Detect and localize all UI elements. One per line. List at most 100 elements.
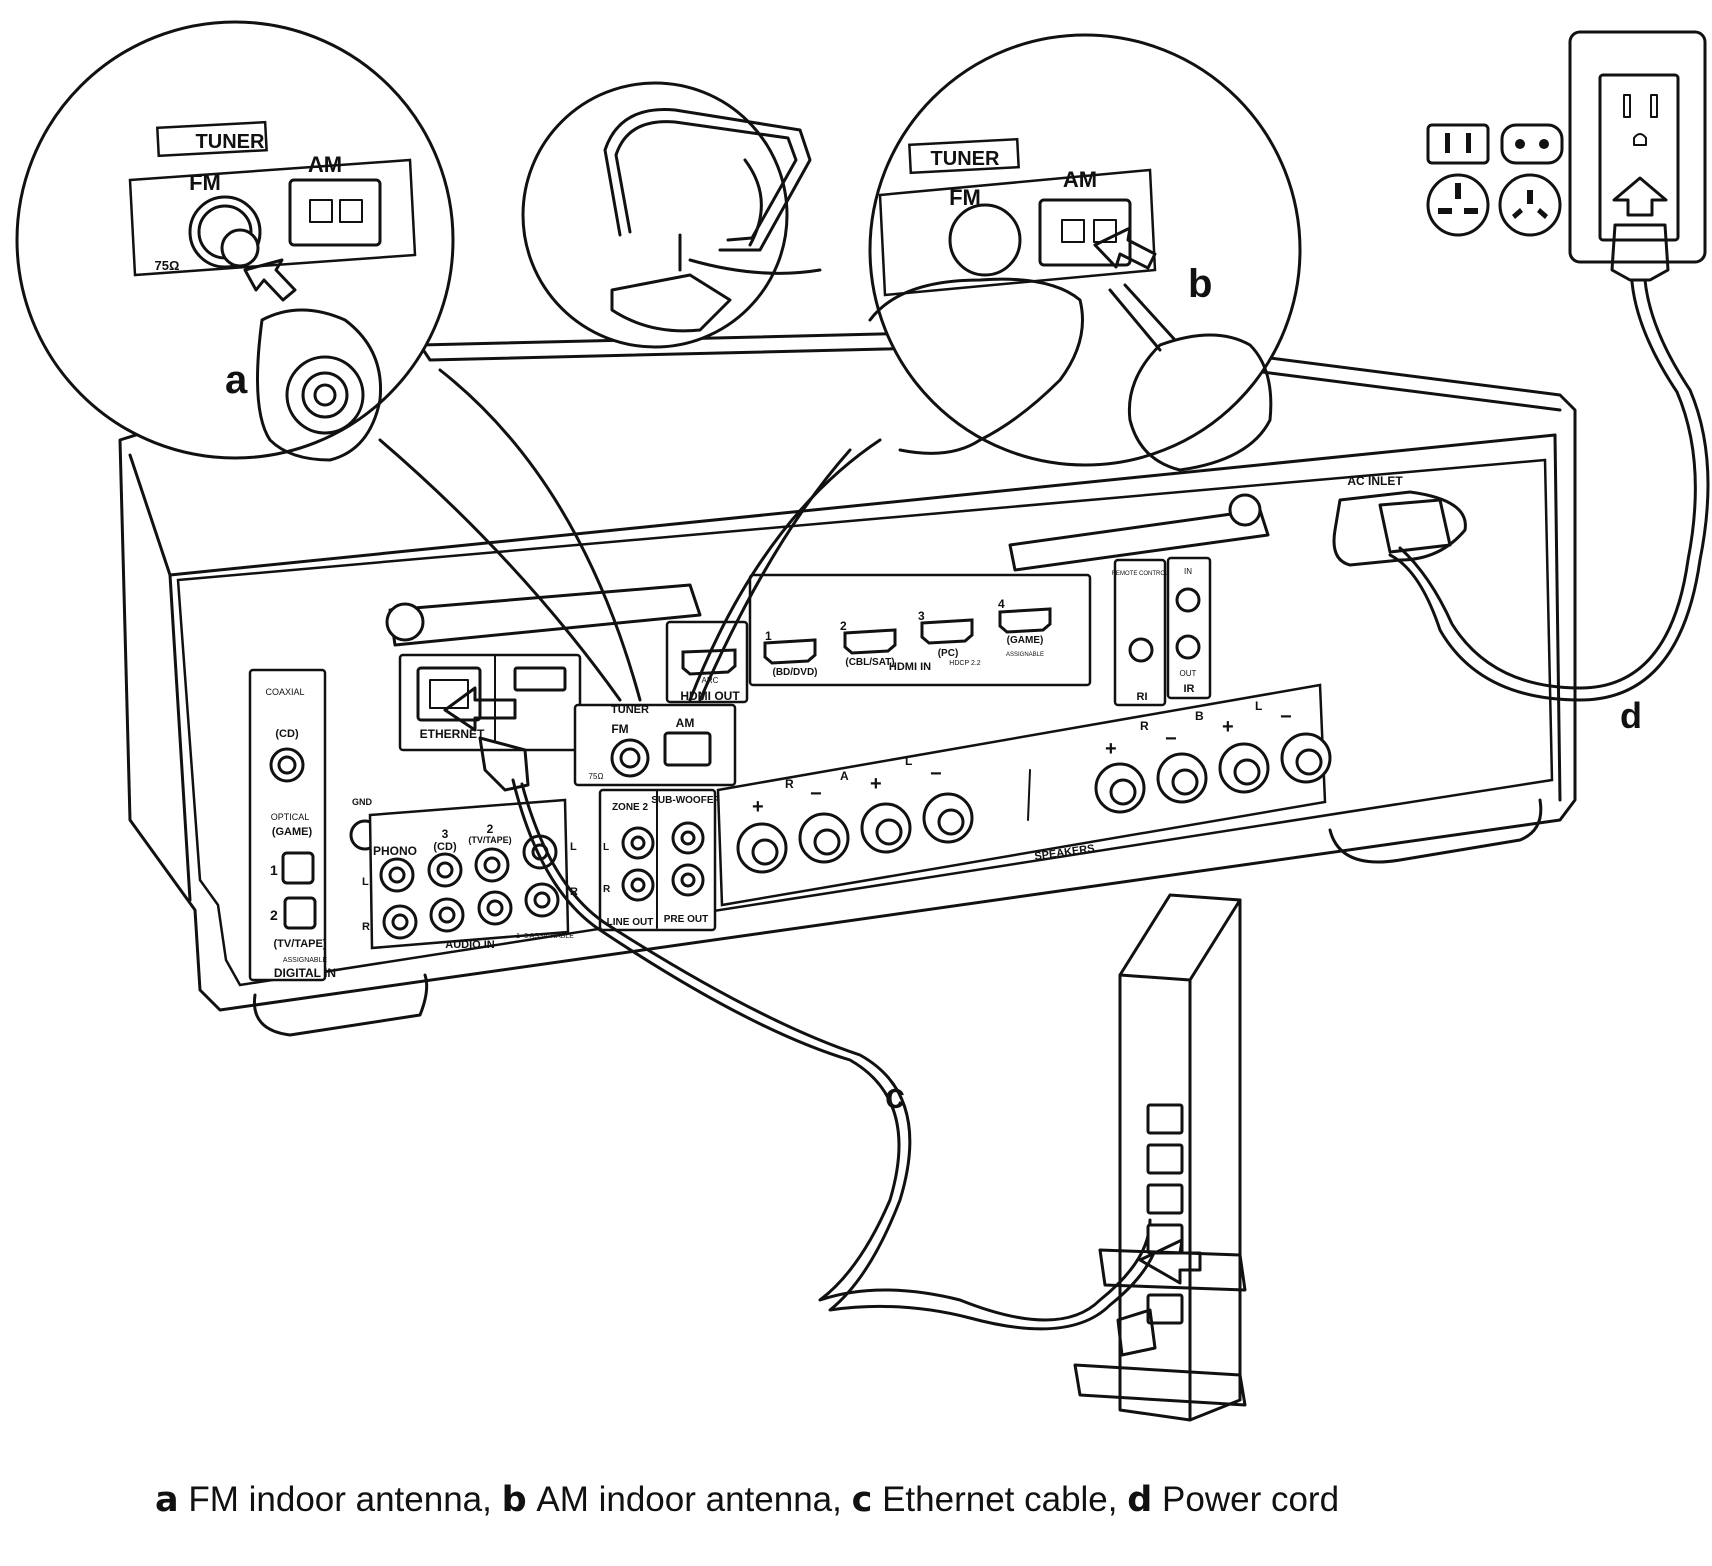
control-block: REMOTE CONTROL RI IN OUT IR — [1112, 556, 1212, 707]
digital-in-label: DIGITAL IN — [274, 966, 336, 980]
ac-inlet-socket[interactable] — [1332, 490, 1467, 567]
in2-label: (TV/TAPE) — [468, 835, 511, 845]
wall-outlet — [1568, 30, 1707, 282]
ac-inlet-label: AC INLET — [1347, 474, 1403, 488]
router-port-3[interactable] — [1146, 1183, 1184, 1215]
ac-inlet-block: AC INLET — [1332, 474, 1467, 567]
plug-type-icons — [1426, 123, 1564, 237]
router-port-5[interactable] — [1146, 1293, 1184, 1325]
speakers-block: R A L + − + − SPEAKERS R B L + − + − — [716, 683, 1332, 907]
inset-b-am-label: AM — [1063, 167, 1097, 192]
zone2-label: ZONE 2 — [612, 802, 649, 813]
outlet-arrow — [1612, 176, 1668, 217]
speaker-b-minus-l: − — [1280, 706, 1292, 728]
ethernet-label: ETHERNET — [420, 727, 485, 741]
hdcp-label: HDCP 2.2 — [949, 660, 980, 667]
right-foot — [1328, 798, 1543, 864]
inset-a-ohm-label: 75Ω — [155, 258, 180, 273]
speaker-b-label: B — [1195, 709, 1204, 723]
speaker-a-plus-l: + — [870, 773, 882, 795]
inset-a-am-terminal[interactable] — [288, 178, 382, 247]
callout-fm-line-2 — [438, 368, 642, 702]
in3-number: 3 — [442, 827, 449, 841]
caption-text-d: Power cord — [1152, 1480, 1340, 1519]
ir-out-label: OUT — [1180, 669, 1197, 678]
ir-in-jack[interactable] — [1175, 587, 1201, 613]
router — [1073, 893, 1247, 1422]
panel-fm-label: FM — [611, 722, 628, 736]
speaker-a-plus-r: + — [752, 796, 764, 818]
optical-game-label: (GAME) — [272, 826, 313, 838]
hdmi2-number: 2 — [840, 619, 847, 633]
network-block: ETHERNET — [398, 653, 582, 752]
inset-a-fm-label: FM — [189, 170, 221, 195]
router-port-2[interactable] — [1146, 1143, 1184, 1175]
hand-right — [1127, 333, 1273, 472]
inset-a-tuner-label: TUNER — [196, 131, 265, 153]
router-port-1[interactable] — [1146, 1103, 1184, 1135]
plug-type-g-icon — [1426, 173, 1490, 237]
panel-tuner-label: TUNER — [611, 704, 649, 716]
router-ethernet-plug — [1116, 1308, 1157, 1357]
inset-a-arrow — [243, 258, 297, 302]
caption-text-b: AM indoor antenna, — [526, 1480, 852, 1519]
speaker-b-plus-l: + — [1222, 716, 1234, 738]
speaker-b-minus-r: − — [1165, 728, 1177, 750]
panel-ohm-label: 75Ω — [589, 772, 604, 781]
speaker-b-r: R — [1140, 719, 1149, 733]
usb-jack[interactable] — [513, 666, 567, 692]
ri-label: RI — [1137, 691, 1148, 703]
inset-b-fm-jack[interactable] — [948, 203, 1022, 277]
ri-jack[interactable] — [1128, 637, 1154, 663]
power-plug-rear — [1378, 498, 1452, 554]
inset-b-tuner-label: TUNER — [931, 148, 1000, 170]
label-b: b — [1188, 262, 1212, 306]
power-cord — [1388, 278, 1710, 702]
hdmi4-label: (GAME) — [1007, 635, 1044, 646]
speaker-a-minus-l: − — [930, 763, 942, 785]
optical-1-label: 1 — [270, 862, 278, 878]
optical-2-jack[interactable] — [283, 896, 317, 930]
audio-l-right: L — [570, 841, 577, 853]
pre-out-label: PRE OUT — [664, 914, 708, 925]
inset-am-loop-assembly — [521, 81, 822, 349]
router-arrow — [1138, 1238, 1202, 1285]
hdmi2-label: (CBL/SAT) — [845, 657, 894, 668]
zone2-r-label: R — [603, 884, 611, 895]
callout-fm-line-1 — [378, 438, 622, 702]
speaker-a-minus-r: − — [810, 783, 822, 805]
plug-type-c-icon — [1500, 123, 1564, 165]
hdmi2-jack[interactable] — [843, 628, 897, 655]
hdmi-out-jack[interactable] — [681, 648, 737, 676]
inset-am-antenna: TUNER FM AM b — [868, 33, 1302, 472]
left-foot — [252, 973, 429, 1037]
callout-am-line-1 — [688, 438, 882, 702]
hdmi4-jack[interactable] — [998, 607, 1052, 634]
ir-in-label: IN — [1184, 567, 1192, 576]
phono-label: PHONO — [373, 844, 417, 858]
inset-b-arrow — [1093, 226, 1157, 270]
hdmi1-jack[interactable] — [763, 638, 817, 665]
audio-in-label: AUDIO IN — [445, 939, 495, 951]
speaker-b-plus-r: + — [1105, 738, 1117, 760]
ethernet-plug-arrow — [443, 686, 517, 732]
hdmi3-jack[interactable] — [920, 618, 974, 645]
coaxial-label: COAXIAL — [265, 687, 304, 697]
hdmi1-label: (BD/DVD) — [773, 667, 818, 678]
optical-1-jack[interactable] — [281, 851, 315, 885]
panel-tuner-block: TUNER FM 75Ω AM — [573, 703, 737, 787]
speaker-a-r: R — [785, 777, 794, 791]
wifi-antennas — [385, 493, 1270, 647]
ethernet-cable — [511, 778, 1152, 1322]
hdmi4-number: 4 — [998, 597, 1005, 611]
speaker-a-label: A — [840, 769, 849, 783]
plug-type-a-icon — [1426, 123, 1490, 165]
ir-out-jack[interactable] — [1175, 634, 1201, 660]
callout-am-line-2 — [698, 448, 852, 702]
audio-r-left: R — [362, 921, 370, 933]
label-a: a — [225, 358, 248, 402]
subwoofer-label: SUB-WOOFER — [651, 795, 721, 806]
panel-am-terminal[interactable] — [663, 731, 712, 767]
plug-type-i-icon — [1498, 173, 1562, 237]
